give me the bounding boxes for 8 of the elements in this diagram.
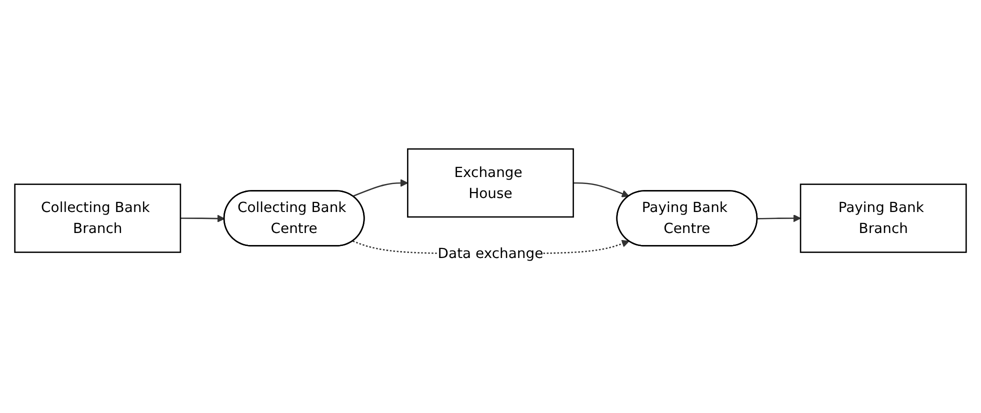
- arrow: [757, 214, 801, 222]
- node-box: Paying Bank Branch: [800, 184, 967, 253]
- edge-label: Data exchange: [438, 244, 544, 262]
- arrow: [352, 179, 408, 197]
- node-box: Exchange House: [407, 148, 574, 218]
- arrow: [573, 182, 630, 198]
- node-box: Collecting Bank Branch: [14, 184, 182, 253]
- arrow: [180, 214, 225, 222]
